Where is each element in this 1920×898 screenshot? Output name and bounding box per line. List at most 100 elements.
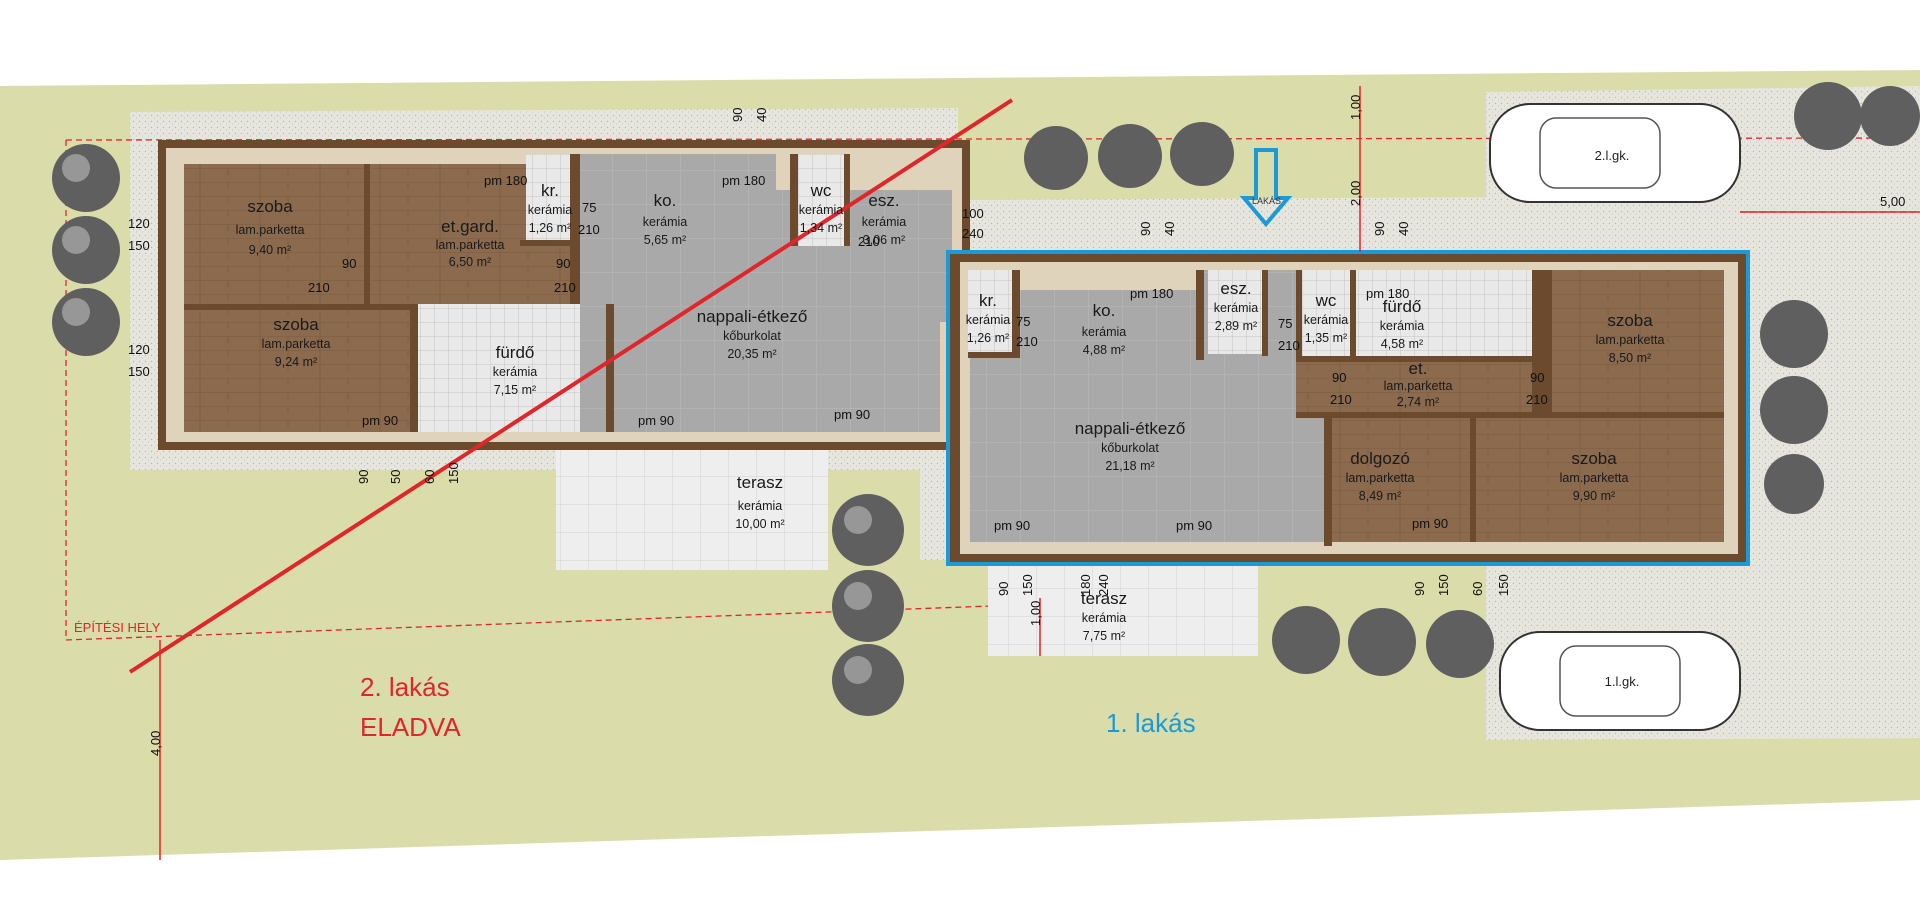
dimension-label: 120: [128, 342, 150, 357]
dimension-label: 210: [1016, 334, 1038, 349]
apt1-room-labels: kr. kerámia 1,26 m² ko. kerámia 4,88 m² …: [966, 279, 1665, 643]
dimension-label: 240: [962, 226, 984, 241]
dimension-label: 150: [1020, 574, 1035, 596]
dimension-label: 240: [1096, 574, 1111, 596]
room-area: 1,34 m²: [800, 221, 842, 235]
entrance-label: LAKÁS: [1252, 196, 1281, 206]
dimension-label: 5,00: [1880, 194, 1905, 209]
car-icon: [1489, 103, 1741, 203]
dimension-label: 60: [1470, 582, 1485, 596]
room-name: fürdő: [496, 343, 535, 362]
room-name: esz.: [1220, 279, 1251, 298]
room-name: szoba: [247, 197, 293, 216]
dimension-label: 150: [128, 364, 150, 379]
room-area: 9,24 m²: [275, 355, 317, 369]
apt2-bathroom: [418, 304, 606, 432]
room-name: et.gard.: [441, 217, 499, 236]
dimension-label: 100: [962, 206, 984, 221]
room-name: wc: [810, 181, 832, 200]
dimension-label: 150: [128, 238, 150, 253]
dimension-label: 210: [578, 222, 600, 237]
tree-icon: [1170, 122, 1234, 186]
dimension-label: 90: [1412, 582, 1427, 596]
parking-label-1: 1.l.gk.: [1605, 674, 1640, 689]
dimension-label: 60: [422, 470, 437, 484]
room-material: kerámia: [1304, 313, 1349, 327]
apt2-hall: [848, 190, 952, 322]
room-name: nappali-étkező: [697, 307, 808, 326]
room-material: kerámia: [738, 499, 783, 513]
tree-icon: [832, 494, 904, 566]
tree-icon: [1098, 124, 1162, 188]
apt1-wc: [1302, 270, 1350, 356]
room-material: kerámia: [1380, 319, 1425, 333]
dimension-label: 1,00: [1028, 601, 1043, 626]
dimension-label: pm 90: [1412, 516, 1448, 531]
room-name: szoba: [1571, 449, 1617, 468]
tree-icon: [1764, 454, 1824, 514]
dimension-label: 90: [556, 256, 570, 271]
room-area: 2,74 m²: [1397, 395, 1439, 409]
room-name: nappali-étkező: [1075, 419, 1186, 438]
room-material: lam.parketta: [1346, 471, 1415, 485]
dimension-label: 90: [342, 256, 356, 271]
dimension-label: 180: [1078, 574, 1093, 596]
room-area: 7,15 m²: [494, 383, 536, 397]
room-material: kerámia: [862, 215, 907, 229]
dimension-label: 150: [1496, 574, 1511, 596]
dimension-label: 210: [1278, 338, 1300, 353]
room-name: terasz: [1081, 589, 1127, 608]
apt2-internal-walls: [184, 154, 850, 432]
apt2-sold-label: ELADVA: [360, 712, 461, 742]
apt1-corridor: [1296, 362, 1552, 412]
apt2-label: 2. lakás: [360, 672, 450, 702]
room-name: et.: [1409, 359, 1428, 378]
apt1-storage: [1208, 270, 1262, 354]
trees: [52, 82, 1920, 716]
room-name: terasz: [737, 473, 783, 492]
dimension-label: pm 90: [834, 407, 870, 422]
tree-icon: [52, 288, 120, 356]
tree-icon: [1426, 610, 1494, 678]
apt2-bedroom-2: [184, 310, 410, 432]
room-material: kőburkolat: [723, 329, 781, 343]
dimension-label: pm 90: [994, 518, 1030, 533]
tree-icon: [832, 644, 904, 716]
room-material: lam.parketta: [1596, 333, 1665, 347]
dimension-label: 90: [730, 108, 745, 122]
parking-label-2: 2.l.gk.: [1595, 148, 1630, 163]
room-area: 4,88 m²: [1083, 343, 1125, 357]
apt2-pantry: [526, 154, 570, 240]
apt1-pantry: [968, 270, 1012, 352]
dimension-label: pm 180: [484, 173, 527, 188]
entrance-arrow-icon: [1239, 148, 1293, 228]
room-area: 1,26 m²: [967, 331, 1009, 345]
dimension-lines: [159, 86, 1920, 860]
room-area: 3,06 m²: [863, 233, 905, 247]
room-material: kerámia: [1082, 325, 1127, 339]
dimension-label: 210: [858, 234, 880, 249]
tree-icon: [1760, 300, 1828, 368]
dimension-label: 120: [128, 216, 150, 231]
sold-strike-line: [128, 98, 1014, 674]
room-material: lam.parketta: [1560, 471, 1629, 485]
dimension-label: 75: [1278, 316, 1292, 331]
dimension-label: pm 180: [722, 173, 765, 188]
dimension-label: pm 180: [1130, 286, 1173, 301]
room-area: 5,65 m²: [644, 233, 686, 247]
room-material: kerámia: [528, 203, 573, 217]
room-material: kerámia: [799, 203, 844, 217]
room-area: 1,26 m²: [529, 221, 571, 235]
room-name: esz.: [868, 191, 899, 210]
apt1-highlight-outline: [946, 250, 1750, 566]
dimension-label: 210: [1526, 392, 1548, 407]
dimension-label: 150: [446, 462, 461, 484]
room-area: 8,49 m²: [1359, 489, 1401, 503]
dimension-label: 4,00: [148, 731, 163, 756]
dimension-label: 2,00: [1348, 181, 1363, 206]
dimension-label: 90: [356, 470, 371, 484]
building-zone-line: [65, 137, 1911, 141]
apt2-wc: [798, 154, 844, 246]
room-name: ko.: [654, 191, 677, 210]
room-name: szoba: [1607, 311, 1653, 330]
